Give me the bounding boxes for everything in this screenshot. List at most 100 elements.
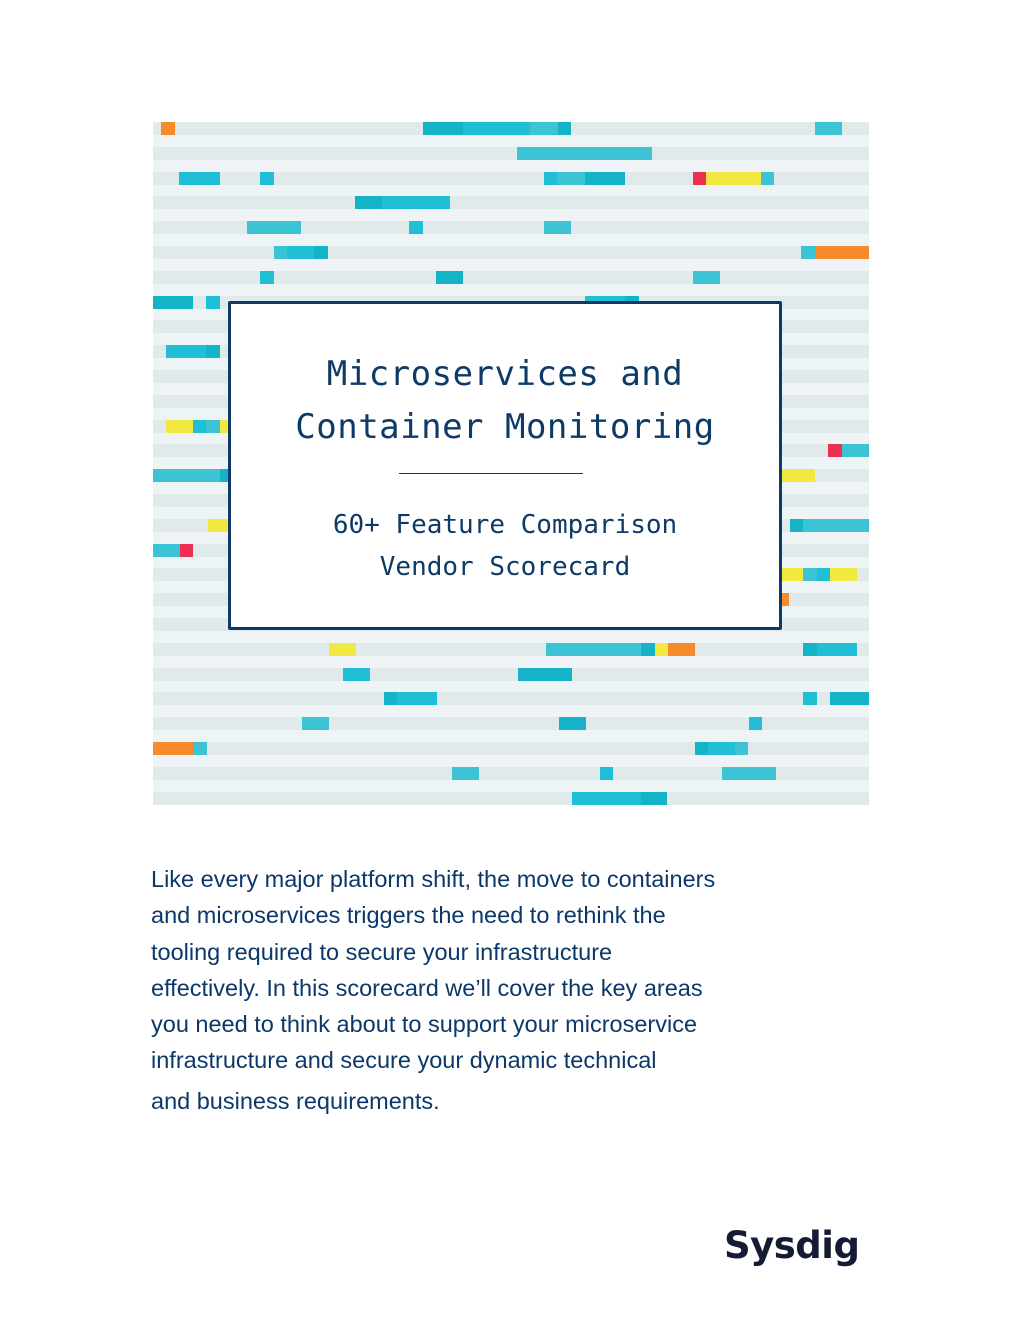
stripe-row	[153, 643, 869, 656]
stripe-row	[153, 147, 869, 160]
intro-line: you need to think about to support your …	[151, 1011, 698, 1038]
stripe-row	[153, 172, 869, 185]
stripe-bar-segment	[166, 345, 206, 358]
stripe-bar-segment	[585, 172, 625, 185]
stripe-bar-segment	[166, 420, 193, 433]
stripe-row	[153, 792, 869, 805]
stripe-bar-segment	[518, 668, 572, 681]
stripe-bar-segment	[544, 172, 557, 185]
stripe-bar-segment	[302, 717, 329, 730]
title-divider	[399, 473, 583, 474]
cover-subtitle: 60+ Feature Comparison Vendor Scorecard	[231, 504, 779, 588]
stripe-bar-segment	[544, 221, 571, 234]
stripe-bar-segment	[790, 519, 803, 532]
stripe-bar-segment	[274, 246, 287, 259]
stripe-bar-segment	[803, 643, 817, 656]
stripe-row	[153, 221, 869, 234]
stripe-bar-segment	[436, 271, 463, 284]
stripe-bar-segment	[193, 742, 207, 755]
stripe-bar-segment	[803, 692, 817, 705]
stripe-bar-segment	[572, 792, 641, 805]
stripe-bar-segment	[153, 469, 220, 482]
cover-title-box: Microservices and Container Monitoring 6…	[228, 301, 782, 630]
intro-line: and microservices triggers the need to r…	[151, 902, 666, 929]
stripe-row	[153, 246, 869, 259]
stripe-bar-segment	[722, 767, 776, 780]
cover-title-line-2: Container Monitoring	[295, 407, 715, 447]
stripe-bar-segment	[830, 692, 869, 705]
stripe-bar-segment	[842, 444, 869, 457]
stripe-bar-segment	[830, 568, 857, 581]
stripe-bar-segment	[749, 717, 762, 730]
stripe-bar-segment	[260, 271, 274, 284]
stripe-bar-segment	[641, 643, 655, 656]
stripe-bar-segment	[382, 196, 450, 209]
stripe-bar-segment	[559, 717, 586, 730]
intro-line: Like every major platform shift, the mov…	[151, 866, 716, 892]
stripe-bar-segment	[423, 122, 463, 135]
stripe-bar-segment	[343, 668, 370, 681]
stripe-bar-segment	[314, 246, 328, 259]
stripe-bar-segment	[329, 643, 356, 656]
stripe-bar-segment	[260, 172, 274, 185]
intro-paragraph: Like every major platform shift, the mov…	[151, 861, 831, 1119]
cover-subtitle-line-2: Vendor Scorecard	[379, 552, 631, 582]
stripe-bar-segment	[782, 568, 803, 581]
stripe-bar-segment	[153, 544, 180, 557]
stripe-bar-segment	[803, 568, 817, 581]
stripe-bar-segment	[558, 122, 571, 135]
stripe-bar-segment	[206, 296, 220, 309]
stripe-bar-segment	[668, 643, 695, 656]
stripe-row	[153, 767, 869, 780]
sysdig-logo: Sysdig	[724, 1224, 860, 1267]
stripe-bar-segment	[817, 568, 830, 581]
stripe-bar-segment	[452, 767, 479, 780]
stripe-bar-segment	[735, 742, 748, 755]
stripe-bar-segment	[782, 469, 815, 482]
intro-line: and business requirements.	[151, 1087, 440, 1114]
stripe-bar-segment	[517, 147, 652, 160]
cover-title: Microservices and Container Monitoring	[231, 348, 779, 454]
stripe-bar-segment	[803, 519, 869, 532]
stripe-bar-segment	[655, 643, 668, 656]
stripe-bar-segment	[220, 420, 228, 433]
stripe-bar-segment	[815, 122, 842, 135]
stripe-bar-segment	[208, 519, 228, 532]
stripe-bar-segment	[782, 593, 789, 606]
stripe-bar-segment	[397, 692, 437, 705]
stripe-bar-segment	[600, 767, 613, 780]
stripe-bar-segment	[801, 246, 815, 259]
intro-line: infrastructure and secure your dynamic t…	[151, 1047, 657, 1074]
stripe-bar-segment	[463, 122, 530, 135]
stripe-bar-segment	[706, 172, 761, 185]
stripe-row	[153, 742, 869, 755]
stripe-bar-segment	[708, 742, 735, 755]
stripe-bar-segment	[153, 742, 193, 755]
stripe-row	[153, 717, 869, 730]
stripe-bar-segment	[761, 172, 774, 185]
stripe-bar-segment	[206, 345, 220, 358]
stripe-row	[153, 668, 869, 681]
stripe-bar-segment	[828, 444, 842, 457]
cover-subtitle-line-1: 60+ Feature Comparison	[332, 510, 678, 540]
stripe-bar-segment	[153, 296, 193, 309]
stripe-bar-segment	[179, 172, 220, 185]
stripe-bar-segment	[817, 643, 857, 656]
stripe-row	[153, 196, 869, 209]
stripe-bar-segment	[409, 221, 423, 234]
stripe-bar-segment	[220, 469, 228, 482]
stripe-bar-segment	[693, 271, 720, 284]
cover-title-line-1: Microservices and	[326, 354, 684, 394]
stripe-bar-segment	[695, 742, 708, 755]
stripe-bar-segment	[287, 246, 314, 259]
stripe-bar-segment	[530, 122, 558, 135]
stripe-row	[153, 122, 869, 135]
stripe-bar-segment	[193, 420, 206, 433]
stripe-bar-segment	[815, 246, 869, 259]
stripe-row	[153, 692, 869, 705]
intro-line: effectively. In this scorecard we’ll cov…	[151, 974, 703, 1001]
stripe-bar-segment	[693, 172, 706, 185]
stripe-bar-segment	[641, 792, 667, 805]
stripe-bar-segment	[206, 420, 220, 433]
stripe-bar-segment	[384, 692, 397, 705]
